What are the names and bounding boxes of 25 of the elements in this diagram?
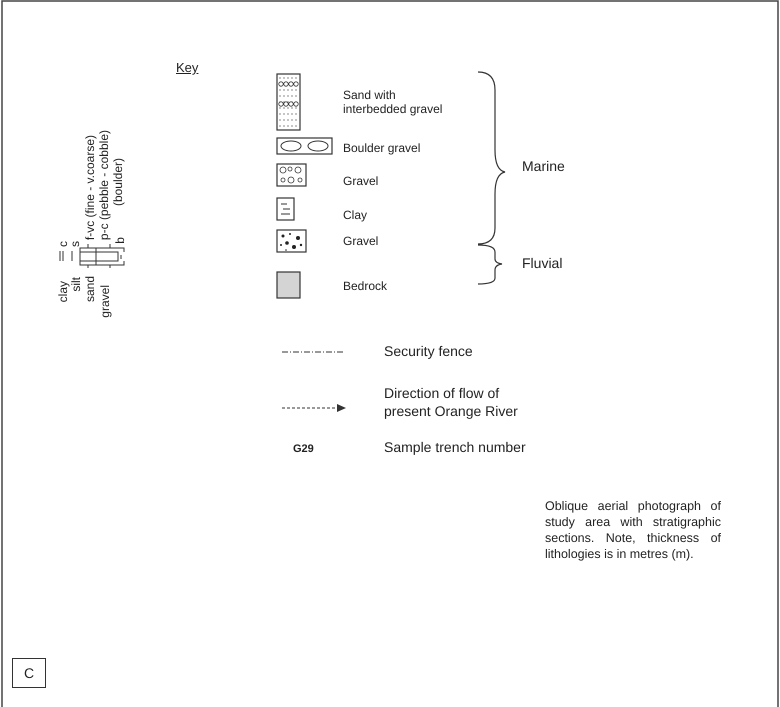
legend-label: Boulder gravel (343, 141, 422, 155)
legend-label: Sample trench number (384, 440, 526, 454)
legend-label: Sand with interbedded gravel (343, 88, 444, 116)
trench-number: G29 (293, 443, 314, 455)
scale-label: clay (57, 280, 69, 302)
scale-label: f-vc (fine - v.coarse) (84, 134, 96, 240)
legend-label: Direction of flow of present Orange River (384, 384, 519, 420)
scale-label: sand (84, 276, 96, 302)
legend-label: Gravel (343, 234, 380, 248)
panel-letter: C (12, 658, 46, 688)
legend-label: Gravel (343, 174, 380, 188)
scale-letter: c (57, 241, 69, 247)
legend-label: Bedrock (343, 279, 388, 293)
scale-letter: b (114, 237, 126, 244)
key-heading: Key (176, 60, 198, 75)
scale-label: silt (70, 277, 82, 292)
legend-label: Clay (343, 208, 368, 222)
scale-label: (boulder) (112, 158, 124, 206)
group-label: Fluvial (522, 255, 562, 271)
legend-label: Security fence (384, 344, 473, 358)
scale-letter: s (69, 241, 81, 247)
group-label: Marine (522, 158, 565, 174)
caption: Oblique aerial photograph of study area with stratigraphic sections. Note, thickness of lithologies is in metres (m). (545, 498, 721, 562)
scale-label: p-c (pebble - cobble) (98, 130, 110, 240)
scale-label: gravel (99, 285, 111, 318)
